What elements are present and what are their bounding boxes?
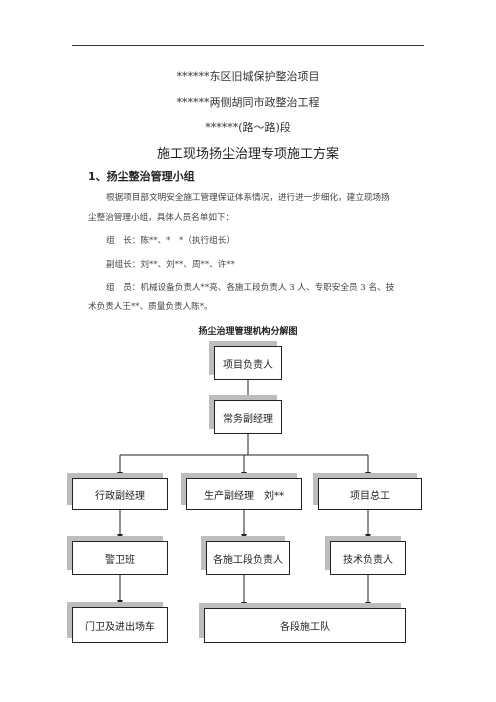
chart-caption: 扬尘治理管理机构分解图 [198, 327, 298, 337]
org-box-gate-guard: 门卫及进出场车 [72, 607, 168, 643]
title-line-2: ******两侧胡同市政整治工程 [176, 96, 320, 109]
org-box-chief-engineer: 项目总工 [318, 478, 422, 510]
org-box-admin-deputy: 行政副经理 [72, 478, 168, 510]
paragraph-line: 根据项目部文明安全施工管理保证体系情况，进行进一步细化，建立现场扬 [106, 193, 390, 203]
members-line: 术负责人王**、质量负责人陈*。 [88, 302, 213, 312]
org-box-project-manager: 项目负责人 [214, 346, 282, 380]
org-box-section-leaders: 各施工段负责人 [206, 541, 290, 575]
title-line-1: ******东区旧城保护整治项目 [176, 70, 320, 83]
main-title: 施工现场扬尘治理专项施工方案 [156, 147, 339, 162]
org-box-exec-deputy: 常务副经理 [214, 400, 282, 434]
section-heading: 1、扬尘整治管理小组 [88, 170, 195, 183]
header-rule [72, 45, 424, 46]
leader-line: 组 长：陈**、* *（执行组长） [106, 236, 235, 246]
org-box-production-deputy: 生产副经理 刘** [186, 478, 302, 510]
deputy-line: 副组长：刘**、刘**、周**、许** [106, 260, 235, 270]
org-box-guard-team: 警卫班 [72, 541, 168, 575]
org-box-construction-teams: 各段施工队 [204, 608, 406, 643]
title-line-3: ******(路～路)段 [205, 121, 291, 134]
members-line: 组 员：机械设备负责人**亮、各施工段负责人 3 人、专职安全员 3 名、技 [106, 283, 395, 293]
org-box-tech-lead: 技术负责人 [330, 541, 406, 575]
paragraph-line: 尘整治管理小组，具体人员名单如下： [88, 213, 235, 223]
